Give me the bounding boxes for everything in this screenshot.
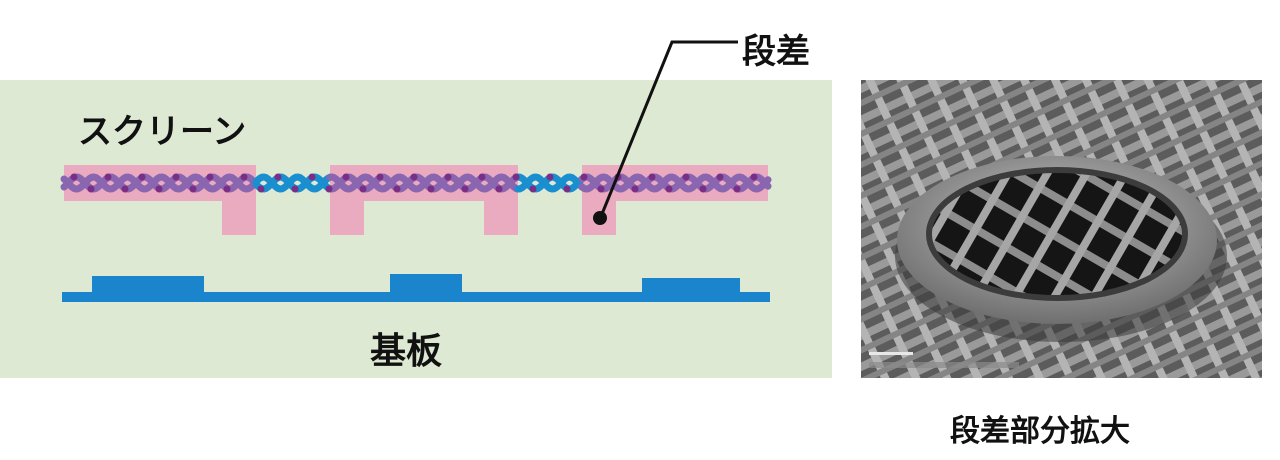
mesh-knot: [376, 173, 384, 181]
diagram-panel: [0, 80, 832, 378]
mesh-knot: [580, 173, 588, 181]
mesh-knot: [121, 185, 129, 193]
mesh-knot: [665, 185, 673, 193]
mesh-knot: [138, 173, 146, 181]
mesh-knot: [206, 173, 214, 181]
mesh-knot: [342, 173, 350, 181]
step-marker-dot: [593, 211, 607, 225]
step-leader-line: [600, 40, 738, 215]
mesh-knot: [648, 173, 656, 181]
mesh-knot: [308, 173, 316, 181]
mesh-thread: [252, 173, 334, 193]
mesh-knot: [512, 173, 520, 181]
mesh-knot: [104, 173, 112, 181]
mesh-knot: [546, 173, 554, 181]
mesh-knot: [716, 173, 724, 181]
screen-label: スクリーン: [78, 112, 247, 152]
sem-magnified-photo: [861, 80, 1262, 378]
mesh-knot: [750, 173, 758, 181]
mesh-knot: [733, 185, 741, 193]
mesh-knot: [291, 185, 299, 193]
step-label: 段差: [742, 32, 810, 72]
mesh-knot: [393, 185, 401, 193]
mesh-knot: [699, 185, 707, 193]
mesh-knot: [682, 173, 690, 181]
photo-caption: 段差部分拡大: [950, 414, 1130, 449]
substrate-label: 基板: [370, 331, 443, 372]
mesh-knot: [495, 185, 503, 193]
mesh-knot: [461, 185, 469, 193]
mesh-knots: [70, 173, 758, 193]
mesh-knot: [87, 185, 95, 193]
mesh-knot: [70, 173, 78, 181]
mesh-knot: [529, 185, 537, 193]
mesh-knot: [427, 185, 435, 193]
mesh-knot: [597, 185, 605, 193]
mesh-knot: [563, 185, 571, 193]
mesh-knot: [410, 173, 418, 181]
mesh-knot: [240, 173, 248, 181]
substrate: [62, 274, 770, 302]
mesh-knot: [274, 173, 282, 181]
mesh-knot: [223, 185, 231, 193]
mesh-knot: [257, 185, 265, 193]
mesh-knot: [444, 173, 452, 181]
mesh-knot: [155, 185, 163, 193]
mesh-thread: [60, 173, 260, 193]
mesh-knot: [325, 185, 333, 193]
mesh-knot: [172, 173, 180, 181]
mesh-knot: [478, 173, 486, 181]
mesh-knot: [631, 185, 639, 193]
mesh-knot: [189, 185, 197, 193]
mesh-knot: [359, 185, 367, 193]
